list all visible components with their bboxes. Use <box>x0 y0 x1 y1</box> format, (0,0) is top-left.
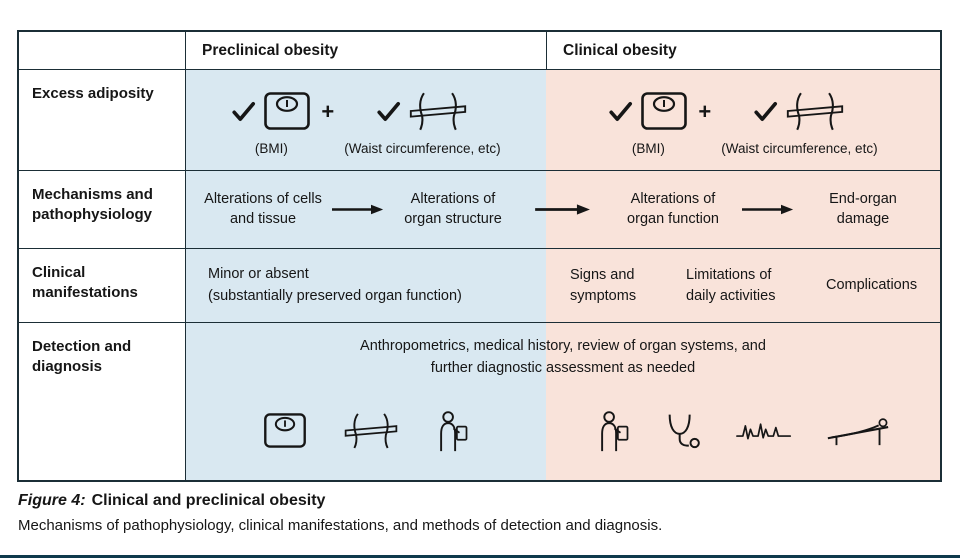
header-spacer-cell <box>19 32 186 69</box>
mechanism-step: Alterations of organ structure <box>404 190 502 227</box>
row-excess-adiposity: Excess adiposity (BMI) + (Waist circumfe… <box>19 70 940 171</box>
bmi-group: (BMI) <box>608 87 688 156</box>
ecg-trace-icon <box>735 420 793 442</box>
manifestations-clinical-cell: Signs and symptoms Limitations of daily … <box>546 249 940 322</box>
waist-caption: (Waist circumference, etc) <box>721 141 878 156</box>
doctor-clipboard-icon <box>435 410 470 452</box>
header-row: Preclinical obesity Clinical obesity <box>19 32 940 70</box>
detection-text: Anthropometrics, medical history, review… <box>186 336 940 380</box>
flow-arrow-icon <box>522 203 604 216</box>
manifestation-item: Limitations of daily activities <box>686 267 776 304</box>
figure-number-label: Figure 4: <box>18 492 86 509</box>
mechanisms-flow-cell: Alterations of cells and tissue Alterati… <box>186 171 940 248</box>
detection-cell: Anthropometrics, medical history, review… <box>186 323 940 480</box>
waist-measure-icon <box>408 91 468 131</box>
row-label-detection: Detection and diagnosis <box>19 323 186 480</box>
column-header-preclinical: Preclinical obesity <box>186 32 546 69</box>
adiposity-clinical-cell: (BMI) + (Waist circumference, etc) <box>546 70 940 170</box>
mechanism-step: End-organ damage <box>829 190 897 227</box>
detection-text-line1: Anthropometrics, medical history, review… <box>360 338 766 354</box>
waist-caption: (Waist circumference, etc) <box>344 141 501 156</box>
flow-arrow-icon <box>742 203 794 216</box>
mechanism-step: Alterations of cells and tissue <box>204 190 322 227</box>
manifestations-preclinical-cell: Minor or absent (substantially preserved… <box>186 249 546 322</box>
row-clinical-manifestations: Clinical manifestations Minor or absent … <box>19 249 940 323</box>
waist-group: (Waist circumference, etc) <box>721 87 878 156</box>
plus-sign: + <box>698 99 712 124</box>
figure-description: Mechanisms of pathophysiology, clinical … <box>18 517 663 534</box>
manifestation-item: Signs and symptoms <box>570 267 637 304</box>
scale-icon <box>640 91 688 131</box>
figure-caption: Figure 4: Clinical and preclinical obesit… <box>18 492 662 534</box>
check-icon <box>608 101 633 122</box>
scale-icon <box>263 91 311 131</box>
manifestation-secondary: (substantially preserved organ function) <box>208 287 462 304</box>
figure-title: Clinical and preclinical obesity <box>91 492 326 509</box>
doctor-clipboard-icon <box>596 410 631 452</box>
row-label-manifestations: Clinical manifestations <box>19 249 186 322</box>
caption-title-line: Figure 4: Clinical and preclinical obesit… <box>18 492 662 510</box>
figure-panel: Preclinical obesity Clinical obesity Exc… <box>17 30 942 482</box>
check-icon <box>753 101 778 122</box>
row-label-mechanisms: Mechanisms and pathophysiology <box>19 171 186 248</box>
row-mechanisms: Mechanisms and pathophysiology Alteratio… <box>19 171 940 249</box>
exam-table-icon <box>825 415 891 446</box>
flow-arrow-icon <box>332 203 384 216</box>
column-header-clinical: Clinical obesity <box>546 32 940 69</box>
detection-icons-preclinical <box>186 410 546 452</box>
row-label-excess-adiposity: Excess adiposity <box>19 70 186 170</box>
bmi-caption: (BMI) <box>254 141 288 156</box>
detection-icons <box>186 382 940 481</box>
check-icon <box>231 101 256 122</box>
mechanism-step: Alterations of organ function <box>627 190 719 227</box>
scale-icon <box>263 412 307 449</box>
bmi-group: (BMI) <box>231 87 311 156</box>
plus-sign: + <box>321 99 335 124</box>
manifestation-primary: Minor or absent <box>208 265 309 282</box>
detection-text-line2: further diagnostic assessment as needed <box>430 359 696 376</box>
waist-group: (Waist circumference, etc) <box>344 87 501 156</box>
bmi-caption: (BMI) <box>631 141 665 156</box>
page-bottom-rule <box>0 555 960 558</box>
stethoscope-icon <box>663 412 703 449</box>
check-icon <box>376 101 401 122</box>
waist-measure-icon <box>343 412 399 449</box>
adiposity-preclinical-cell: (BMI) + (Waist circumference, etc) <box>186 70 546 170</box>
detection-icons-clinical <box>546 410 940 452</box>
waist-measure-icon <box>785 91 845 131</box>
row-detection-diagnosis: Detection and diagnosis Anthropometrics,… <box>19 323 940 480</box>
manifestation-item: Complications <box>826 277 918 294</box>
